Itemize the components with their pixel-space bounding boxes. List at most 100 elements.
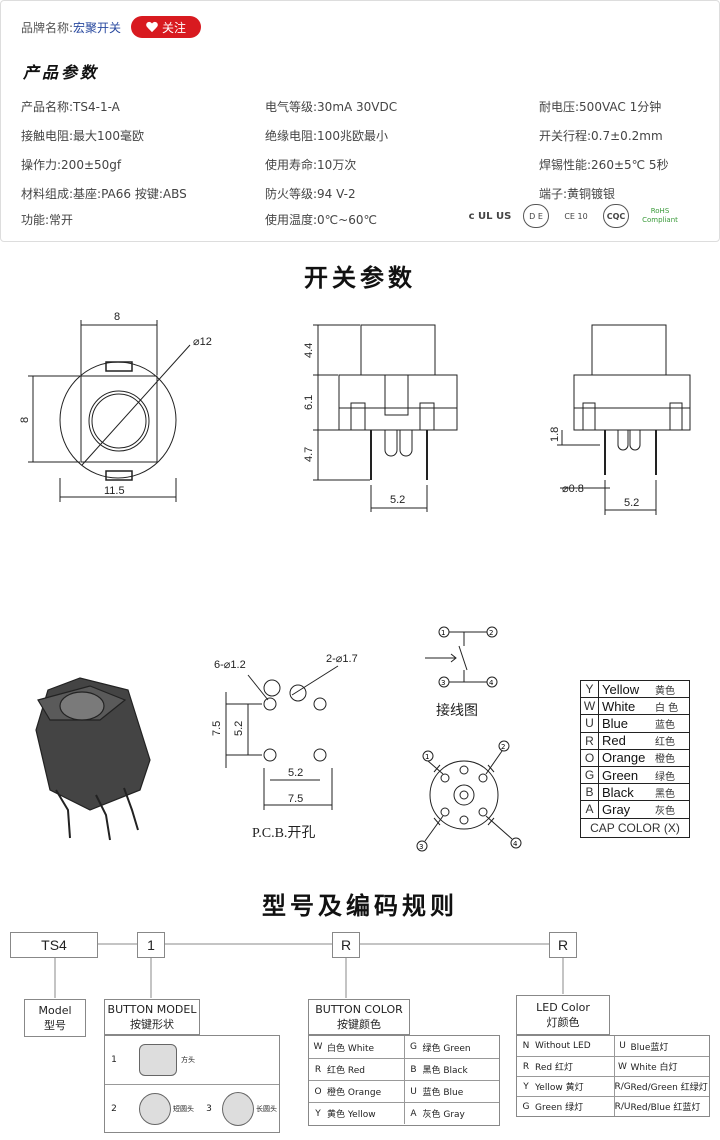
dim-side-47: 4.7 — [303, 447, 315, 462]
legend-en: Black — [602, 784, 634, 800]
shape-name: 长圆头 — [256, 1105, 277, 1113]
switch-params-title: 开关参数 — [304, 264, 416, 292]
dim-top-d: ⌀12 — [193, 336, 212, 348]
dim-side-44: 4.4 — [303, 343, 315, 358]
short-round-cap-icon — [139, 1093, 171, 1125]
pin-4-top: 4 — [489, 679, 494, 687]
shape-key: 2 — [111, 1104, 117, 1114]
legend-en: Orange — [602, 750, 646, 766]
legend-key: Y — [581, 681, 599, 698]
param-insulation: 绝缘电阻:100兆欧最小 — [265, 129, 388, 143]
legend-en: Gray — [602, 801, 631, 817]
legend-en: Red — [602, 733, 626, 749]
param-temperature: 使用温度:0℃~60℃ — [265, 213, 377, 227]
dim-top-w: 8 — [114, 311, 120, 323]
legend-key: U — [581, 715, 599, 732]
param-fire-rating: 防火等级:94 V-2 — [265, 187, 356, 201]
follow-button[interactable]: 关注 — [131, 16, 201, 38]
dim-pcb-holes: 6-⌀1.2 — [214, 659, 246, 671]
dimension-drawings: 8 ⌀12 8 11.5 4.4 6.1 4.7 5.2 1.8 ⌀0.8 5.… — [19, 311, 691, 852]
legend-en: White — [602, 698, 636, 714]
legend-cn: 蓝色 — [655, 719, 675, 731]
dim-pcb-75v: 7.5 — [211, 721, 223, 736]
shape-table: 1 方头 2 短圆头 3 长圆头 — [104, 1035, 280, 1133]
legend-key: G — [581, 766, 599, 784]
brand-value[interactable]: 宏聚开关 — [73, 21, 122, 35]
dim-side-52: 5.2 — [390, 494, 405, 506]
legend-cn: 白 色 — [655, 702, 679, 714]
param-rating: 电气等级:30mA 30VDC — [265, 100, 398, 114]
param-solder: 焊锡性能:260±5℃ 5秒 — [539, 158, 669, 172]
model-rules-title: 型号及编码规则 — [262, 892, 458, 920]
code-shape: 1 — [137, 932, 165, 958]
param-contact-resistance: 接触电阻:最大100毫欧 — [21, 129, 144, 143]
dim-right-52: 5.2 — [624, 497, 639, 509]
legend-cn: 绿色 — [655, 771, 675, 783]
shape-row: 2 短圆头 3 长圆头 — [105, 1085, 279, 1133]
legend-cn: 灰色 — [655, 805, 675, 817]
rohs-logo: RoHS Compliant — [642, 207, 678, 224]
de-logo: D E — [523, 204, 549, 228]
wiring-label: 接线图 — [436, 702, 478, 719]
cqc-logo: CQC — [603, 204, 629, 228]
wiring-diagram — [416, 626, 522, 852]
code-led-color: R — [549, 932, 577, 958]
pin-1-bottom: 1 — [425, 753, 429, 761]
param-function: 功能:常开 — [21, 213, 74, 227]
brand-label: 品牌名称: — [21, 21, 74, 35]
param-voltage: 耐电压:500VAC 1分钟 — [539, 100, 662, 114]
dim-side-61: 6.1 — [303, 395, 315, 410]
dim-top-base: 11.5 — [104, 485, 125, 497]
shape-name: 方头 — [181, 1056, 195, 1064]
ul-logo: c UL US — [468, 210, 512, 222]
dim-top-h: 8 — [19, 417, 31, 423]
shape-name: 短圆头 — [173, 1105, 194, 1113]
legend-key: R — [581, 732, 599, 749]
pin-2-top: 2 — [489, 629, 493, 637]
dim-pcb-52h: 5.2 — [288, 767, 303, 779]
pin-4-bottom: 4 — [513, 840, 518, 848]
cert-logos: c UL US D E CE 10 CQC RoHS Compliant — [467, 204, 681, 228]
dim-right-08: ⌀0.8 — [562, 483, 584, 495]
switch-3d-view — [35, 677, 151, 841]
ce-logo: CE 10 — [564, 211, 588, 221]
legend-key: A — [581, 801, 599, 818]
param-terminal: 端子:黄铜镀银 — [539, 187, 616, 201]
shape-row: 1 方头 — [105, 1036, 279, 1085]
param-travel: 开关行程:0.7±0.2mm — [539, 129, 663, 143]
dim-pcb-75h: 7.5 — [288, 793, 303, 805]
legend-en: Green — [602, 767, 639, 783]
pin-3-bottom: 3 — [419, 843, 423, 851]
top-view-square — [80, 375, 158, 463]
params-title: 产品参数 — [23, 63, 100, 82]
square-cap-icon — [139, 1044, 177, 1076]
pcb-layout — [225, 665, 339, 810]
legend-cn: 黑色 — [655, 788, 675, 800]
param-name: 产品名称:TS4-1-A — [21, 100, 120, 114]
dim-pcb-52v: 5.2 — [233, 721, 245, 736]
shape-key: 3 — [206, 1104, 212, 1114]
legend-cn: 橙色 — [655, 754, 675, 766]
heart-icon — [146, 21, 158, 33]
model-connectors — [54, 943, 564, 998]
param-force: 操作力:200±50gf — [21, 158, 122, 172]
dim-pcb-holes2: 2-⌀1.7 — [326, 653, 358, 665]
legend-caption: CAP COLOR (X) — [590, 820, 680, 835]
pcb-label: P.C.B.开孔 — [252, 825, 315, 841]
legend-key: B — [581, 784, 599, 801]
product-params-card: 品牌名称:宏聚开关 关注 产品参数 产品名称:TS4-1-A 电气等级:30mA… — [0, 0, 720, 242]
legend-cn: 红色 — [655, 737, 675, 749]
